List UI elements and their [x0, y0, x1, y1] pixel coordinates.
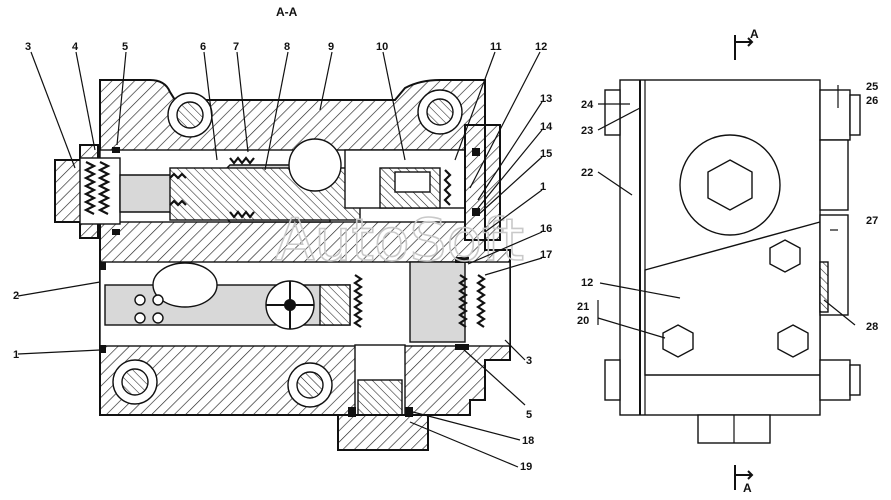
callout-4: 4 — [72, 41, 79, 53]
hex-bolt — [769, 239, 801, 273]
callout-1-upper: 1 — [540, 181, 546, 193]
callout-3-lower: 3 — [526, 355, 532, 367]
callout-28: 28 — [866, 321, 878, 333]
callout-2: 2 — [13, 290, 19, 302]
callout-5-lower: 5 — [526, 409, 532, 421]
callout-15: 15 — [540, 148, 552, 160]
section-markers — [734, 35, 754, 490]
callout-27: 27 — [866, 215, 878, 227]
callout-1-lower: 1 — [13, 349, 19, 361]
callout-12-right: 12 — [581, 277, 593, 289]
left-spring — [83, 161, 111, 215]
callout-9: 9 — [328, 41, 334, 53]
section-marker-bottom: А — [743, 481, 752, 495]
callout-14: 14 — [540, 121, 553, 133]
hex-bolt — [662, 324, 694, 358]
callouts-right: 24 23 22 25 26 27 12 21 20 28 — [577, 81, 878, 333]
callout-11: 11 — [490, 41, 502, 53]
leader-lines — [17, 51, 543, 468]
callout-16: 16 — [540, 223, 552, 235]
callout-18: 18 — [522, 435, 534, 447]
callout-23: 23 — [581, 125, 593, 137]
leader-lines-right — [597, 85, 856, 339]
callout-13: 13 — [540, 93, 552, 105]
side-view — [604, 79, 861, 444]
watermark: AutoSoft — [275, 206, 524, 274]
callout-19: 19 — [520, 461, 532, 473]
section-marker-top: А — [750, 27, 759, 41]
callout-26: 26 — [866, 95, 878, 107]
section-view — [54, 79, 511, 451]
callout-20: 20 — [577, 315, 589, 327]
callout-12: 12 — [535, 41, 547, 53]
callout-6: 6 — [200, 41, 206, 53]
callout-3: 3 — [25, 41, 31, 53]
callout-22: 22 — [581, 167, 593, 179]
callout-10: 10 — [376, 41, 388, 53]
callout-17: 17 — [540, 249, 552, 261]
callout-24: 24 — [581, 99, 594, 111]
callout-7: 7 — [233, 41, 239, 53]
callout-5: 5 — [122, 41, 128, 53]
callout-21: 21 — [577, 301, 589, 313]
section-title: А-А — [276, 5, 298, 19]
callout-8: 8 — [284, 41, 290, 53]
callout-25: 25 — [866, 81, 878, 93]
hex-bolt — [777, 324, 809, 358]
callouts-left: 3 4 5 6 7 8 9 10 11 12 13 14 15 1 16 17 … — [13, 41, 553, 473]
